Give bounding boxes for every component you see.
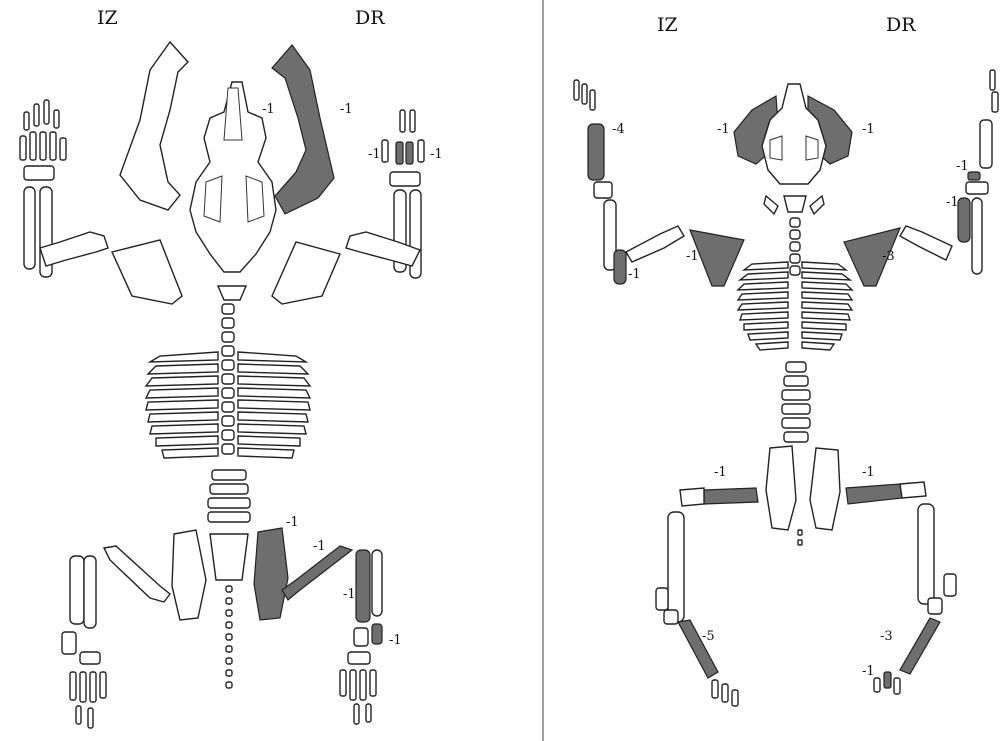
label-right-tarsal: -1 (389, 633, 402, 648)
rp-right-radius-bone (958, 198, 970, 242)
rp-left-ulna-bone (614, 250, 626, 284)
right-carpal-b-bone (406, 142, 413, 164)
left-mandible-bone (120, 42, 188, 210)
label-right-tibia: -1 (343, 587, 356, 602)
right-panel-header-iz: IZ (657, 14, 678, 36)
left-fibula-bone (84, 556, 96, 628)
rp-left-radius-bone (588, 124, 604, 180)
right-femur-bone (282, 546, 352, 600)
left-tibia-bone (70, 556, 84, 624)
rp-label-left-ulna: -1 (628, 267, 641, 282)
rp-left-femur-bone (704, 488, 758, 504)
rp-right-metatarsal-bone (900, 618, 940, 674)
right-panel-header-dr: DR (886, 14, 916, 36)
right-scapula-bone (272, 242, 340, 304)
rp-hyoid-left (764, 196, 778, 214)
rp-label-right-mandible: -1 (862, 122, 875, 137)
rp-label-right-scapula: -3 (882, 249, 895, 264)
right-fibula-bone (372, 550, 382, 616)
rp-label-right-femur: -1 (862, 465, 875, 480)
rp-right-femur-head (900, 482, 926, 498)
label-right-pelvis: -1 (286, 515, 299, 530)
rp-label-right-phalanx: -1 (862, 664, 875, 679)
rp-label-left-femur: -1 (714, 465, 727, 480)
rp-label-left-mandible: -1 (717, 122, 730, 137)
left-forepaw (20, 100, 66, 180)
label-right-femur: -1 (313, 539, 326, 554)
skull-orbit-left (204, 176, 222, 222)
right-carpal-a-bone (396, 142, 403, 164)
rp-right-carpal-bone (968, 172, 980, 180)
right-tibia-bone (356, 550, 370, 622)
right-mandible-bone (272, 45, 334, 214)
left-panel-header-iz: IZ (97, 7, 118, 29)
left-panel-header-dr: DR (355, 7, 385, 29)
skull-orbit-right (246, 176, 264, 222)
rp-hyoid-right (810, 196, 824, 214)
rp-label-left-radius: -4 (612, 122, 625, 137)
rp-right-pelvis-bone (810, 448, 840, 530)
right-panel: IZ DR (574, 14, 998, 706)
label-right-carpal-b: -1 (430, 147, 443, 162)
rp-left-pelvis-bone (766, 446, 796, 530)
atlas-bone (218, 286, 246, 300)
left-ulna-bone (24, 187, 35, 269)
rp-right-femur-bone (846, 484, 902, 504)
rp-label-right-radius: -1 (946, 195, 959, 210)
rp-right-phalanx-bone (884, 672, 891, 688)
label-right-carpal-a: -1 (368, 147, 381, 162)
label-skull: -1 (262, 102, 275, 117)
rp-label-left-metatarsal: -5 (702, 629, 715, 644)
right-tarsal-bone (372, 624, 382, 644)
left-scapula-bone (112, 240, 182, 304)
spine-column (208, 304, 250, 688)
rp-right-forelimb (900, 70, 998, 274)
right-hindpaw (340, 624, 382, 724)
rp-label-right-carpal: -1 (956, 159, 969, 174)
rp-label-right-metatarsal: -3 (880, 629, 893, 644)
rp-right-hindlimb (874, 504, 956, 694)
left-femur-bone (104, 546, 170, 602)
rp-label-left-scapula: -1 (686, 249, 699, 264)
left-hindpaw (62, 632, 106, 728)
right-forepaw (382, 110, 424, 186)
left-pelvis-bone (172, 530, 206, 620)
rp-skull-orbit-right (806, 136, 818, 160)
rp-left-hindlimb (656, 512, 738, 706)
left-panel: IZ DR (20, 7, 443, 728)
label-right-mandible: -1 (340, 102, 353, 117)
rp-left-femur-head (680, 488, 704, 506)
rp-left-forelimb (574, 80, 684, 284)
right-humerus-bone (346, 232, 420, 266)
rp-atlas-bone (784, 196, 806, 212)
right-pelvis-bone (254, 528, 288, 620)
rp-skull-orbit-left (770, 136, 782, 160)
